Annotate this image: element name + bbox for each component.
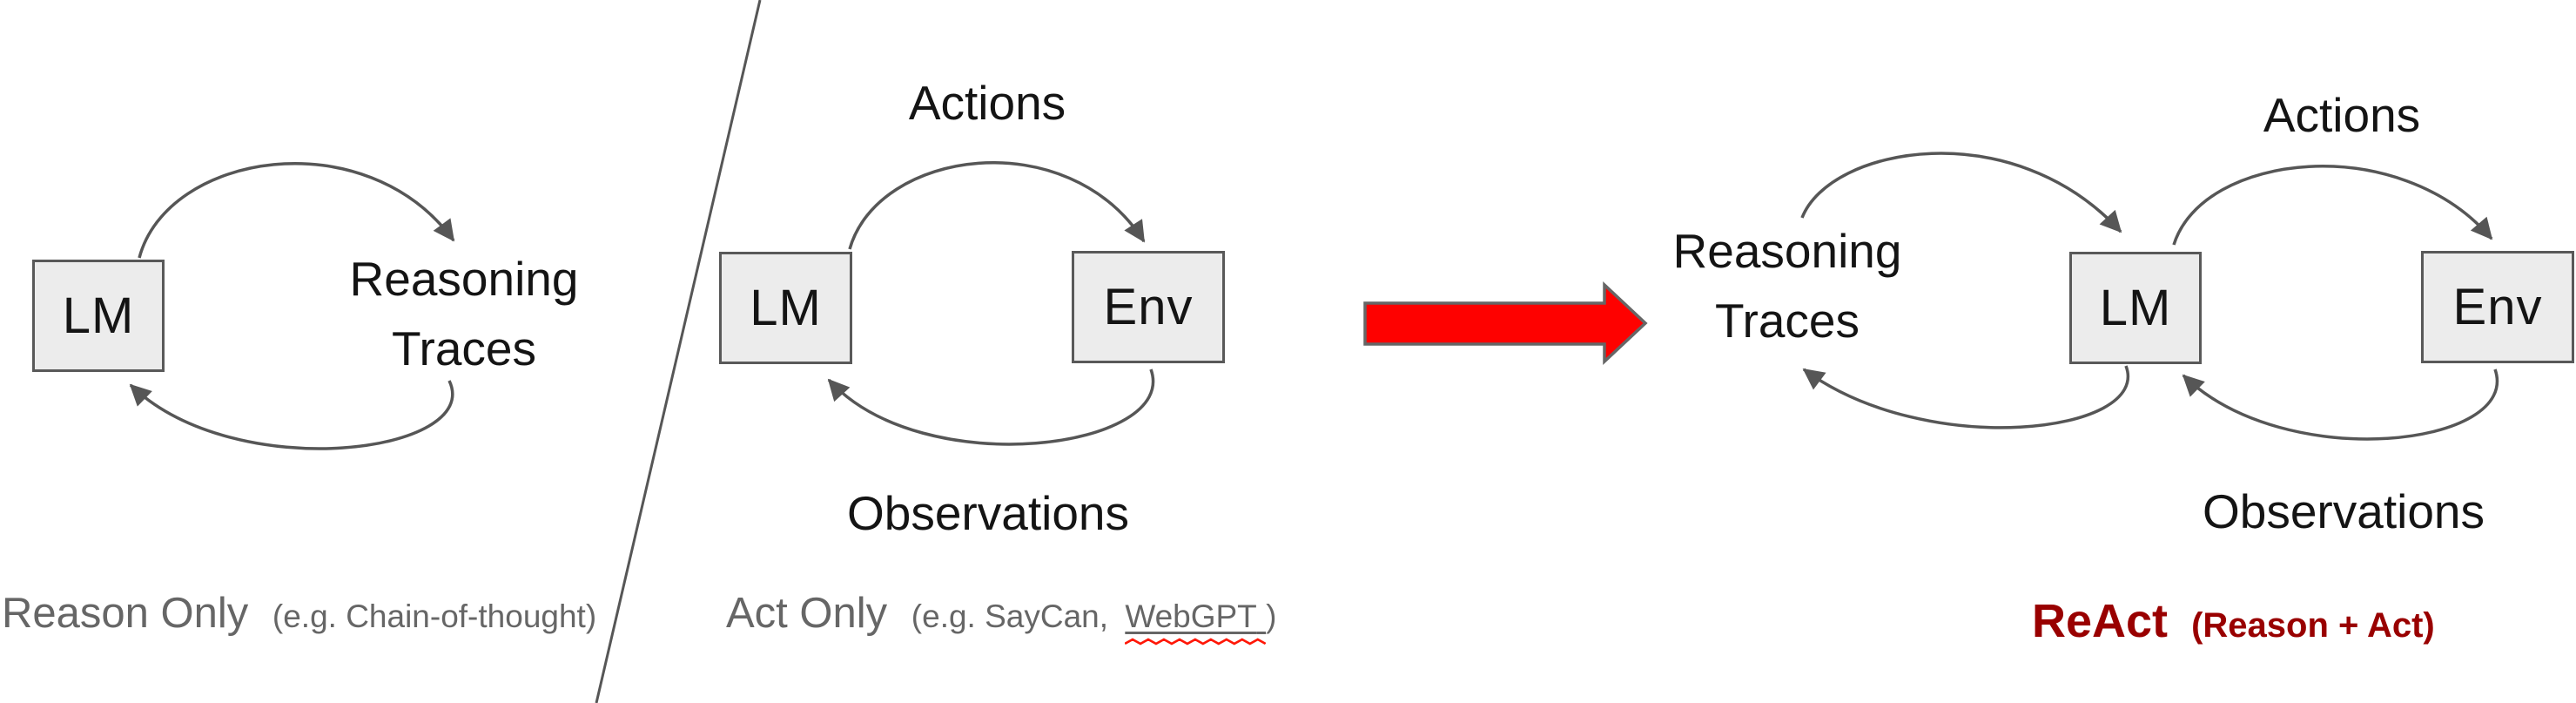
reasoning-traces-line1: Reasoning xyxy=(349,252,579,306)
reasoning-traces-line1: Reasoning xyxy=(1672,224,1902,278)
act-only-env-label: Env xyxy=(1103,279,1194,335)
react-observations-label: Observations xyxy=(2202,484,2485,538)
react-reasoning-top-arc xyxy=(1800,152,2122,233)
act-only-lm-box: LM xyxy=(719,252,852,364)
reason-only-lm-label: LM xyxy=(62,287,135,344)
react-caption: ReAct (Reason + Act) xyxy=(2032,594,2435,648)
reason-loop-bottom-arc xyxy=(129,380,454,450)
react-lm-box: LM xyxy=(2069,252,2202,364)
spellcheck-squiggle-icon xyxy=(1125,638,1267,646)
reason-loop-top-arc xyxy=(138,162,455,259)
red-right-arrow-icon xyxy=(1363,281,1648,366)
act-actions-arc xyxy=(848,161,1146,250)
react-reasoning-traces-label: Reasoning Traces xyxy=(1613,216,1961,355)
reason-only-lm-box: LM xyxy=(32,260,165,372)
act-only-caption-detail: (e.g. SayCan, WebGPT ) xyxy=(911,598,1277,646)
react-caption-detail: (Reason + Act) xyxy=(2191,606,2435,645)
reason-only-caption: Reason Only (e.g. Chain-of-thought) xyxy=(2,589,596,638)
reason-only-reasoning-traces-label: Reasoning Traces xyxy=(290,244,638,383)
reasoning-traces-line2: Traces xyxy=(1714,294,1860,348)
act-only-caption-webgpt: WebGPT xyxy=(1125,598,1267,646)
act-only-caption-detail-suffix: ) xyxy=(1266,598,1277,634)
reason-only-caption-main: Reason Only xyxy=(2,590,249,637)
reasoning-traces-line2: Traces xyxy=(391,321,537,375)
act-only-caption-detail-prefix: (e.g. SayCan, xyxy=(911,598,1109,634)
act-observations-arc xyxy=(827,368,1155,446)
webgpt-text: WebGPT xyxy=(1125,598,1257,634)
react-env-label: Env xyxy=(2452,279,2543,335)
act-only-lm-label: LM xyxy=(750,280,822,336)
react-caption-main: ReAct xyxy=(2032,595,2169,647)
act-only-caption: Act Only (e.g. SayCan, WebGPT ) xyxy=(726,589,1277,646)
act-only-caption-main: Act Only xyxy=(726,590,888,637)
act-only-actions-label: Actions xyxy=(908,76,1066,130)
react-actions-label: Actions xyxy=(2263,88,2421,142)
react-actions-arc xyxy=(2172,165,2493,246)
reason-only-caption-detail: (e.g. Chain-of-thought) xyxy=(272,598,597,634)
panel-divider-line xyxy=(595,0,762,703)
react-env-box: Env xyxy=(2421,251,2574,363)
act-only-observations-label: Observations xyxy=(846,486,1130,540)
react-lm-label: LM xyxy=(2099,280,2172,336)
act-only-env-box: Env xyxy=(1072,251,1225,363)
react-observations-arc xyxy=(2182,368,2499,441)
react-reasoning-bottom-arc xyxy=(1802,365,2130,429)
